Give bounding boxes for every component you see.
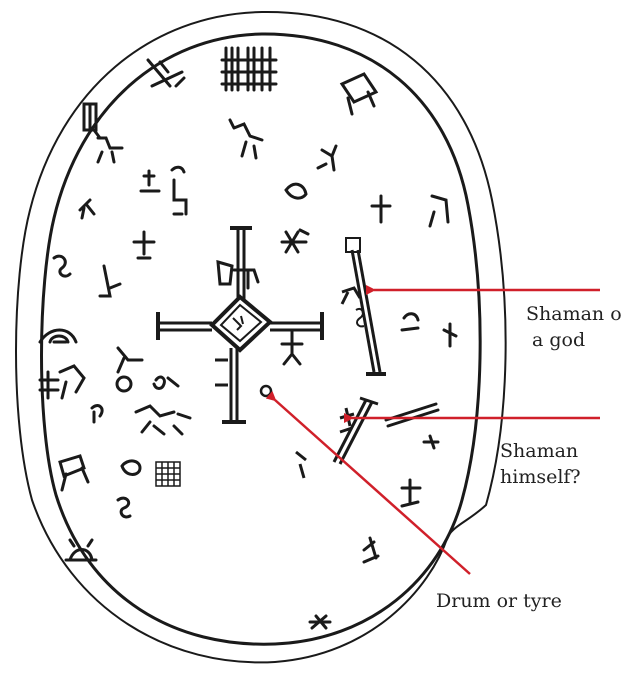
label-shaman-or-god-line2: a god (532, 327, 585, 353)
label-shaman-himself-line2: himself? (500, 464, 581, 490)
label-shaman-or-god-line1: Shaman or (526, 301, 622, 327)
house-symbol-top-right (342, 74, 376, 114)
pictograph-symbols (40, 48, 456, 628)
rider-symbol (230, 120, 262, 158)
shaman-himself-figure (296, 398, 378, 478)
shaman-or-god-figure (342, 238, 386, 374)
label-drum-or-tyre: Drum or tyre (436, 588, 562, 614)
top-grid-symbol (222, 48, 276, 90)
reindeer-symbol (94, 130, 122, 162)
central-cross-symbol (158, 228, 322, 422)
label-shaman-himself-line1: Shaman (500, 438, 578, 464)
tent-symbol-top-left (148, 60, 184, 86)
drum-inner-rim (42, 34, 481, 644)
drum-or-tyre-symbol (261, 386, 271, 396)
